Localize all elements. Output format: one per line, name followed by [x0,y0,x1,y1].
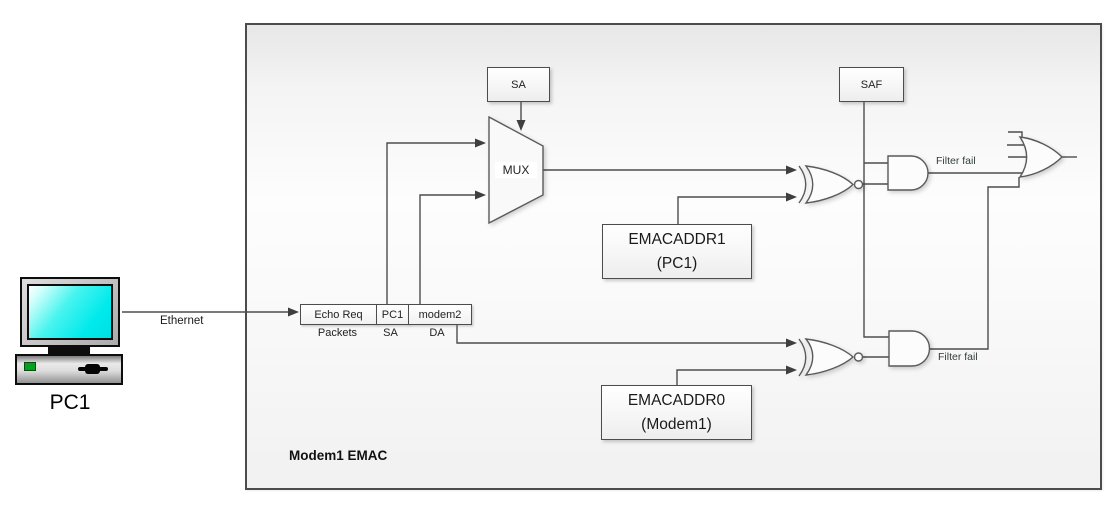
packet-caption-da: DA [429,327,445,339]
emacaddr0-box: EMACADDR0 (Modem1) [601,385,752,440]
filter-fail-label-top: Filter fail [936,155,976,167]
ethernet-label: Ethernet [160,315,204,327]
modem1-emac-title: Modem1 EMAC [289,448,388,463]
emacaddr1-line2: (PC1) [656,254,698,272]
packet-field-echo-req: Echo Req [300,304,377,325]
packet-caption-sa: SA [383,327,398,339]
mux-label: MUX [495,162,537,178]
emacaddr1-line1: EMACADDR1 [628,231,726,249]
drive-button-icon [85,364,100,374]
emacaddr0-line1: EMACADDR0 [627,392,726,410]
packet-field-row: Echo Req PC1 modem2 [300,304,472,325]
power-led-icon [24,362,36,371]
filter-fail-label-bottom: Filter fail [938,351,978,363]
packet-caption-packets: Packets [317,327,358,339]
pc-label: PC1 [49,391,91,414]
pc-screen [27,284,113,340]
emacaddr1-box: EMACADDR1 (PC1) [602,224,752,279]
sa-select-box: SA [487,67,550,102]
pc-monitor-stand [48,345,90,354]
packet-field-da: modem2 [408,304,472,325]
packet-field-sa: PC1 [376,304,409,325]
pc-monitor-icon [20,277,120,347]
saf-box: SAF [839,67,904,102]
emacaddr0-line2: (Modem1) [641,415,712,433]
pc-tower-icon [15,354,123,385]
